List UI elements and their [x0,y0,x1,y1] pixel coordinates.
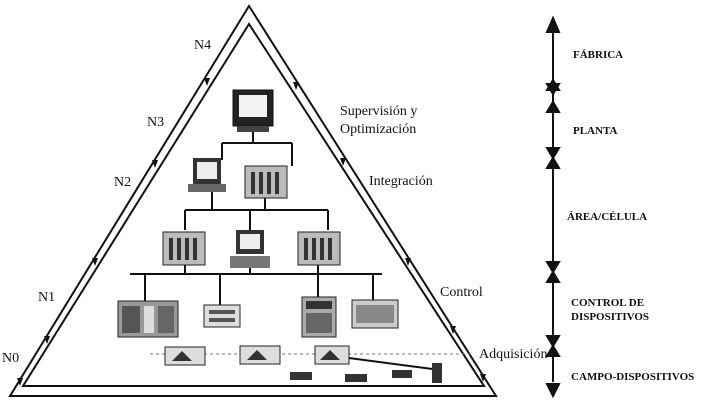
cell-rack-right-icon [297,231,341,266]
motor-drive-icon [351,299,399,329]
supervision-monitor-icon [232,89,274,132]
supervision-label-line2: Optimización [340,122,417,137]
field-sensor-box-2-icon [239,345,281,365]
acquisition-label: Adquisición [479,347,548,362]
network-lines [130,132,441,371]
field-actuators-icon [290,363,442,383]
scale-label-control-line2: DISPOSITIVOS [571,311,650,323]
plc-icon [117,300,179,338]
scale-label-planta: PLANTA [573,125,618,137]
right-edge-markers [293,82,486,382]
cell-pc-icon [230,230,270,268]
cell-rack-left-icon [162,231,206,266]
control-label: Control [440,285,483,300]
pyramid-outline [8,4,498,397]
scale-label-control-line1: CONTROL DE [571,297,645,309]
level-n1-label: N1 [38,290,56,305]
level-n3-label: N3 [147,115,165,130]
keypad-controller-icon [301,296,337,338]
left-edge-markers [17,78,210,386]
level-n0-label: N0 [2,351,20,366]
scale-label-campo: CAMPO-DISPOSITIVOS [571,371,695,383]
level-n4-label: N4 [194,38,212,53]
integration-label: Integración [369,174,433,189]
scale-arrows [545,15,561,399]
integration-pc-icon [188,158,226,192]
integration-rack-icon [244,165,288,199]
scale-label-fabrica: FÁBRICA [573,49,624,61]
field-sensor-box-1-icon [164,346,206,366]
io-module-icon [203,304,241,328]
level-n2-label: N2 [114,175,132,190]
field-sensor-box-3-icon [314,345,350,365]
scale-label-area-celula: ÁREA/CÉLULA [567,211,648,223]
supervision-label-line1: Supervisión y [340,104,418,119]
